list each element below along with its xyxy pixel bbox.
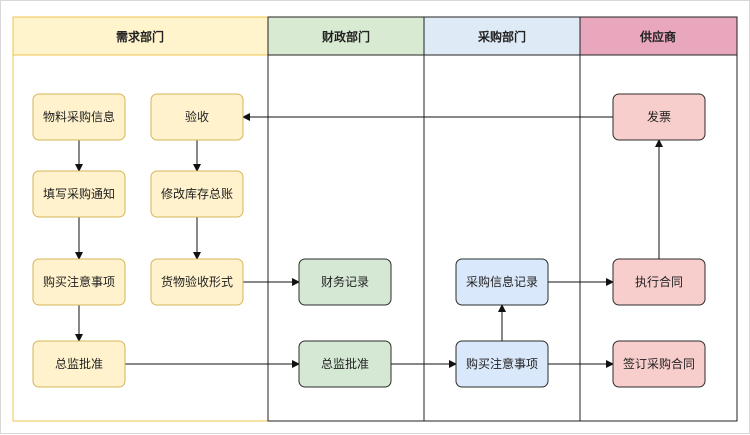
node-label: 采购信息记录 (466, 274, 538, 289)
node-label: 发票 (647, 109, 671, 124)
lane-supplier-header (579, 16, 738, 56)
node-update-inventory-ledger[interactable]: 修改库存总账 (150, 170, 244, 218)
node-purchase-info-record[interactable]: 采购信息记录 (455, 258, 549, 306)
node-director-approval-demand[interactable]: 总监批准 (32, 340, 126, 388)
node-label: 财务记录 (321, 274, 369, 289)
lane-purchasing-header (423, 16, 581, 56)
lane-purchasing: 采购部门 (423, 16, 581, 422)
node-label: 总监批准 (321, 356, 369, 371)
node-goods-acceptance-form[interactable]: 货物验收形式 (150, 258, 244, 306)
node-material-purchase-info[interactable]: 物料采购信息 (32, 93, 126, 141)
lanes: 需求部门 财政部门 采购部门 供应商 (12, 16, 738, 422)
node-purchase-notes-purchasing[interactable]: 购买注意事项 (455, 340, 549, 388)
node-label: 货物验收形式 (161, 274, 233, 289)
node-fill-purchase-notice[interactable]: 填写采购通知 (32, 170, 126, 218)
node-label: 总监批准 (55, 356, 103, 371)
node-director-approval-finance[interactable]: 总监批准 (298, 340, 392, 388)
node-sign-purchase-contract[interactable]: 签订采购合同 (612, 340, 706, 388)
node-label: 执行合同 (635, 274, 683, 289)
node-label: 物料采购信息 (43, 109, 115, 124)
lane-purchasing-title: 采购部门 (477, 29, 526, 44)
edges (75, 113, 663, 368)
node-label: 修改库存总账 (161, 186, 233, 201)
nodes: 物料采购信息 填写采购通知 购买注意事项 总监批准 验收 修改库存总账 货物验收… (32, 93, 706, 388)
node-invoice[interactable]: 发票 (612, 93, 706, 141)
node-purchase-notes-demand[interactable]: 购买注意事项 (32, 258, 126, 306)
node-execute-contract[interactable]: 执行合同 (612, 258, 706, 306)
lane-supplier-title: 供应商 (639, 29, 676, 44)
node-label: 签订采购合同 (623, 356, 695, 371)
lane-demand-title: 需求部门 (116, 29, 164, 44)
node-label: 填写采购通知 (43, 186, 115, 201)
node-label: 购买注意事项 (43, 274, 115, 289)
node-finance-record[interactable]: 财务记录 (298, 258, 392, 306)
node-acceptance[interactable]: 验收 (150, 93, 244, 141)
lane-finance-title: 财政部门 (321, 29, 370, 44)
node-label: 购买注意事项 (466, 356, 538, 371)
lane-demand-header (12, 16, 269, 56)
node-label: 验收 (185, 109, 209, 124)
